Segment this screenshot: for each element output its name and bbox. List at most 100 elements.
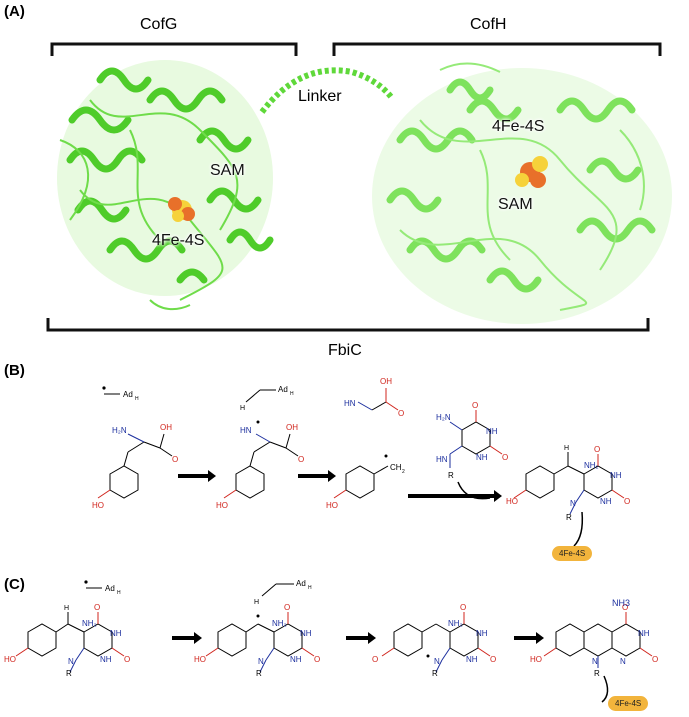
svg-text:R: R [256, 669, 262, 678]
iminoglycine [357, 388, 399, 411]
svg-text:N: N [68, 657, 74, 666]
svg-text:O: O [94, 603, 100, 612]
svg-text:O: O [624, 497, 630, 506]
pyrimidine-b [449, 410, 503, 468]
adduct-c1 [15, 612, 125, 673]
svg-text:O: O [172, 455, 178, 464]
svg-text:H: H [135, 396, 139, 402]
benzyl-radical [333, 465, 389, 499]
svg-text:O: O [472, 401, 478, 410]
cofg-cluster-label: 4Fe-4S [152, 232, 205, 249]
svg-text:H: H [254, 599, 259, 606]
svg-text:N: N [592, 657, 598, 666]
svg-text:O: O [298, 455, 304, 464]
svg-text:NH: NH [290, 655, 302, 664]
arrow-b3 [408, 490, 502, 502]
svg-text:NH: NH [610, 471, 622, 480]
arrow-c4-curve [601, 675, 609, 703]
svg-text:NH₂: NH₂ [448, 619, 463, 628]
panel-c-label: (C) [4, 576, 25, 593]
svg-text:Ad: Ad [296, 579, 306, 588]
svg-text:HN: HN [344, 399, 356, 408]
svg-text:H: H [290, 391, 294, 397]
svg-text:O: O [652, 655, 658, 664]
cofg-protein [57, 60, 274, 311]
panel-b-label: (B) [4, 362, 25, 379]
svg-text:NH: NH [466, 655, 478, 664]
svg-text:R: R [66, 669, 72, 678]
tyrosine [97, 433, 173, 499]
svg-text:NH₂: NH₂ [272, 619, 287, 628]
svg-text:2: 2 [402, 469, 405, 475]
svg-text:H₂N: H₂N [436, 413, 451, 422]
svg-text:OH: OH [380, 377, 392, 386]
quinone-methide [381, 612, 491, 673]
svg-text:Ad: Ad [278, 385, 288, 394]
svg-text:O: O [314, 655, 320, 664]
svg-text:R: R [432, 669, 438, 678]
svg-text:R: R [566, 513, 572, 522]
arrow-b2 [298, 470, 336, 482]
svg-text:O: O [502, 453, 508, 462]
svg-text:H: H [117, 590, 121, 596]
svg-text:HN: HN [436, 455, 448, 464]
tyrosine-radical [223, 433, 299, 499]
svg-text:HO: HO [326, 501, 338, 510]
svg-text:NH: NH [638, 629, 650, 638]
svg-text:NH: NH [486, 427, 498, 436]
svg-text:Ad: Ad [123, 390, 133, 399]
deazaflavin [543, 612, 653, 668]
cofh-label: CofH [470, 16, 507, 33]
svg-text:N: N [258, 657, 264, 666]
arrow-b4-curve [573, 511, 584, 547]
cofg-sam-label: SAM [210, 162, 245, 179]
svg-text:N: N [570, 499, 576, 508]
panel-a-structure [46, 42, 672, 332]
svg-text:NH₂: NH₂ [82, 619, 97, 628]
svg-text:O: O [124, 655, 130, 664]
svg-text:HO: HO [194, 655, 206, 664]
svg-text:OH: OH [286, 423, 298, 432]
cofg-label: CofG [140, 16, 178, 33]
svg-text:NH: NH [110, 629, 122, 638]
svg-text:HO: HO [530, 655, 542, 664]
svg-text:H: H [308, 585, 312, 591]
adduct-b [513, 452, 625, 515]
cofh-bracket [332, 42, 662, 56]
panel-a-label: (A) [4, 3, 25, 20]
cluster-badge-c: 4Fe-4S [608, 696, 649, 711]
cluster-badge-b: 4Fe-4S [552, 546, 593, 561]
arrow-c1 [172, 632, 202, 644]
svg-text:N: N [434, 657, 440, 666]
linker-label: Linker [298, 88, 342, 105]
svg-text:R: R [594, 669, 600, 678]
svg-text:O: O [460, 603, 466, 612]
arrow-b1 [178, 470, 216, 482]
svg-text:H: H [64, 605, 69, 612]
svg-text:HN: HN [240, 426, 252, 435]
svg-text:NH: NH [476, 629, 488, 638]
cofg-bracket [50, 42, 298, 56]
cofh-cluster-label: 4Fe-4S [492, 118, 545, 135]
svg-text:HO: HO [4, 655, 16, 664]
svg-text:NH: NH [600, 497, 612, 506]
arrow-c3 [514, 632, 544, 644]
svg-text:H₂N: H₂N [112, 426, 127, 435]
svg-text:O: O [398, 409, 404, 418]
adduct-c2 [205, 612, 315, 673]
svg-text:HO: HO [92, 501, 104, 510]
svg-text:H: H [564, 445, 569, 452]
svg-text:NH₂: NH₂ [584, 461, 599, 470]
arrow-c2 [346, 632, 376, 644]
linker-dashes [259, 67, 395, 114]
cofh-protein [372, 62, 672, 324]
svg-text:O: O [372, 655, 378, 664]
cofh-sam-label: SAM [498, 196, 533, 213]
svg-text:N: N [620, 657, 626, 666]
fbic-label: FbiC [328, 342, 362, 359]
svg-text:O: O [594, 445, 600, 454]
